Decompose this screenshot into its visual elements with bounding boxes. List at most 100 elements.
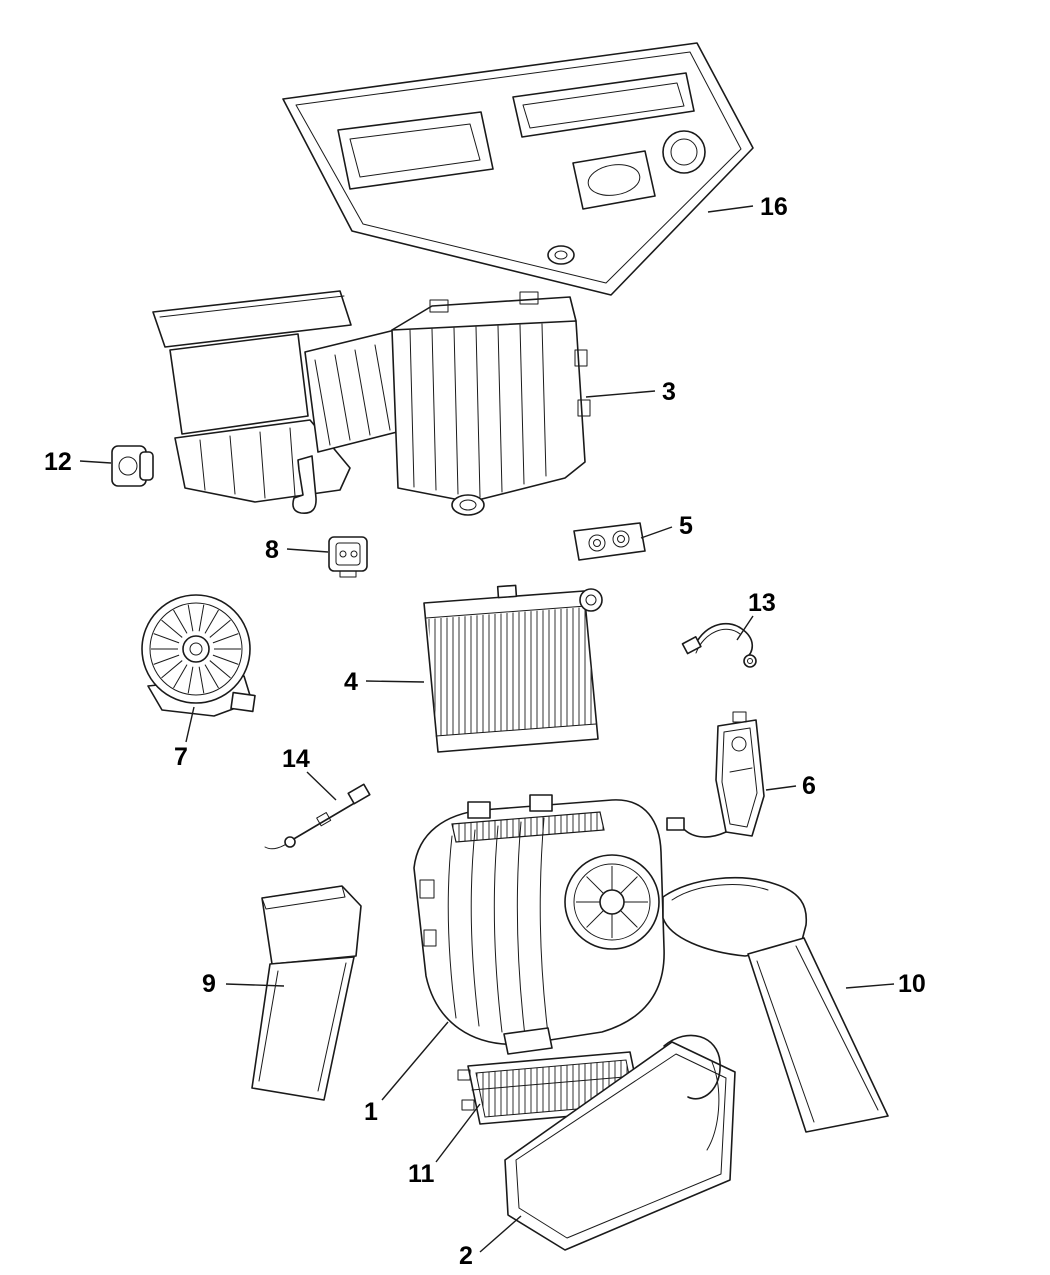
case-lid-tab-2 [519,291,539,305]
heater-core-midline [471,1075,637,1091]
part-2-lower-duct-panel [504,1034,736,1251]
case-drain-inner [459,499,477,511]
case-body [391,320,586,503]
left-duct-flange [261,885,346,910]
part-9-left-duct [251,885,362,1101]
callout-2-leader [479,1215,522,1253]
housing-left-tab-2 [423,929,437,947]
callout-12-leader [79,460,112,464]
housing-actuator-1 [467,801,491,819]
callout-9-label: 9 [202,970,216,998]
bracket-wire-connector [666,817,685,831]
callout-11-label: 11 [408,1160,435,1188]
core-top-cap [496,584,518,599]
heater-core-tab-1 [457,1069,471,1081]
harness-ring-inner [747,658,753,664]
resistor-pin-1 [339,550,347,558]
housing-scroll-ring [573,863,651,941]
cover-panel-inner-line [295,51,742,284]
right-duct-head-line [671,884,769,901]
callout-1: 1 [364,1021,449,1126]
panel-opening-left-inner [349,123,481,178]
callout-6: 6 [765,772,816,800]
part-7-blower-motor [141,594,256,717]
case-tab-2 [577,399,591,417]
bracket-hole [731,736,747,752]
panel-grommet [547,245,575,265]
part-4-evaporator-core [423,584,603,753]
bracket-top-tab [732,711,747,723]
callout-3-leader [585,390,656,398]
harness-connector [681,636,702,655]
part-14-probe [264,783,371,850]
housing-hook-bracket [292,455,317,515]
panel-opening-square-oval [587,164,641,196]
right-duct-head [662,877,808,957]
callout-7-leader [185,706,195,743]
housing-scroll-hub [599,889,625,915]
probe-wire [291,800,359,841]
plate-port-1 [588,534,606,552]
housing-actuator-2 [529,794,553,812]
case-drain-fitting [451,494,485,516]
callout-10: 10 [845,970,926,998]
case-ribs [409,323,547,498]
lower-panel-hose [706,1061,720,1151]
callout-14: 14 [282,745,337,801]
resistor-body [328,536,368,572]
callout-16-leader [707,205,754,213]
callout-3-label: 3 [662,378,676,406]
part-16-cover-panel [282,42,754,296]
callout-5-label: 5 [679,512,693,540]
right-duct-shaft [747,937,889,1133]
plate-port-2 [612,530,630,548]
callout-9-leader [225,983,285,987]
bracket-slot [729,767,753,773]
callout-8-label: 8 [265,536,279,564]
probe-tip [284,836,296,848]
panel-knob-texture [670,138,698,166]
part-13-wire-harness [681,622,757,668]
callout-1-leader [381,1021,449,1101]
callout-13-leader [736,615,754,641]
housing-bottom-outlet [503,1027,553,1055]
callout-5: 5 [640,512,693,540]
callout-7-label: 7 [174,743,188,771]
callout-16: 16 [707,193,788,221]
resistor-pin-2 [350,550,358,558]
case-tab-1 [574,349,588,367]
housing-top-grille [152,290,352,348]
actuator-connector [139,451,154,481]
callouts: 16 3 12 8 5 4 13 7 [44,193,926,1270]
panel-opening-square [572,150,656,210]
callout-6-label: 6 [802,772,816,800]
case-lid-tab-1 [429,299,449,313]
left-duct-head [261,885,362,965]
callout-12: 12 [44,448,112,476]
callout-4: 4 [344,668,425,696]
part-8-resistor [328,536,368,578]
housing-left-tab-1 [419,879,435,899]
core-fitting-inner [585,594,597,606]
core-headers [425,605,597,737]
cover-panel-outline [282,42,754,296]
part-6-bracket-harness [666,711,765,838]
part-5-connector-plate [573,522,646,561]
probe-connector [347,783,371,805]
callout-10-leader [845,983,895,989]
callout-11: 11 [408,1103,481,1188]
panel-opening-right [512,72,695,138]
housing-top-vent [451,811,605,843]
callout-5-leader [640,526,673,539]
left-duct-shaft [251,956,355,1101]
callout-6-leader [765,785,797,791]
panel-opening-right-inner [522,82,685,129]
callout-8-leader [286,548,329,553]
plate-body [573,522,646,561]
housing-top-grille-edge [159,295,345,318]
callout-4-label: 4 [344,668,358,696]
right-duct-edges [756,945,879,1123]
panel-opening-left [337,111,494,190]
